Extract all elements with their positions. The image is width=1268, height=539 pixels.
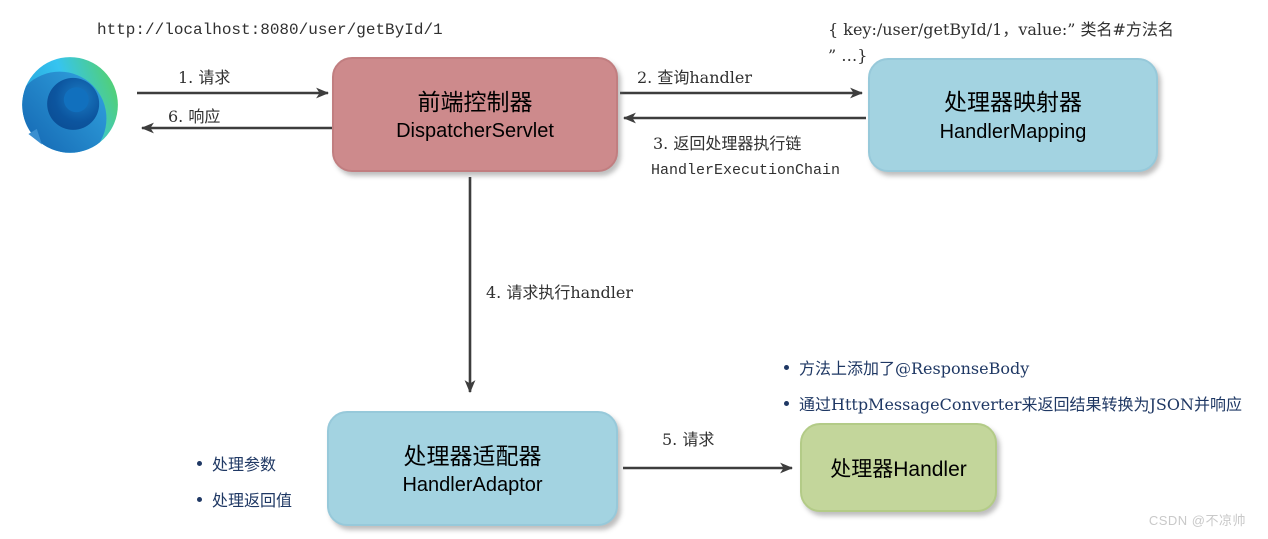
node-handler-adaptor-title-zh: 处理器适配器	[403, 442, 542, 469]
adaptor-bullet-2: 处理返回值	[197, 487, 292, 511]
node-handler: 处理器Handler	[800, 423, 997, 512]
arrow-3-label: 3. 返回处理器执行链	[653, 134, 802, 153]
node-dispatcher-servlet: 前端控制器 DispatcherServlet	[332, 57, 618, 172]
adaptor-bullet-1: 处理参数	[197, 451, 276, 475]
request-url: http://localhost:8080/user/getById/1	[97, 21, 443, 39]
handler-bullet-1: 方法上添加了@ResponseBody	[784, 355, 1029, 379]
node-handler-mapping-title-zh: 处理器映射器	[944, 89, 1082, 116]
node-dispatcher-title-zh: 前端控制器	[417, 88, 533, 115]
bullet-dot	[197, 496, 202, 502]
arrow-1-label: 1. 请求	[178, 68, 231, 87]
csdn-watermark: CSDN @不凉帅	[1148, 513, 1246, 528]
arrow-3-sublabel: HandlerExecutionChain	[651, 162, 841, 179]
bullet-dot	[197, 460, 202, 466]
arrow-2-label: 2. 查询handler	[637, 68, 752, 87]
arrow-4-label: 4. 请求执行handler	[486, 283, 633, 302]
handler-bullet-2-text: 通过HttpMessageConverter来返回结果转换为JSON并响应	[799, 395, 1242, 414]
mapping-note-line2: ” …}	[828, 46, 868, 65]
arrow-5-label: 5. 请求	[662, 430, 715, 449]
edge-browser-icon	[17, 55, 121, 159]
handler-bullet-2: 通过HttpMessageConverter来返回结果转换为JSON并响应	[784, 391, 1242, 415]
mapping-note-line1: { key:/user/getById/1，value:” 类名#方法名	[828, 20, 1174, 39]
bullet-dot	[784, 400, 789, 406]
bullet-dot	[784, 364, 789, 370]
adaptor-bullet-2-text: 处理返回值	[212, 491, 293, 510]
arrow-6-label: 6. 响应	[168, 107, 221, 126]
adaptor-bullet-1-text: 处理参数	[212, 455, 277, 474]
node-handler-adaptor: 处理器适配器 HandlerAdaptor	[327, 411, 618, 526]
edge-logo-svg	[22, 57, 118, 153]
handler-bullet-1-text: 方法上添加了@ResponseBody	[799, 359, 1030, 378]
node-handler-mapping: 处理器映射器 HandlerMapping	[868, 58, 1158, 172]
node-handler-adaptor-title-en: HandlerAdaptor	[402, 474, 543, 497]
node-handler-mapping-title-en: HandlerMapping	[939, 120, 1087, 143]
node-handler-title: 处理器Handler	[830, 457, 967, 481]
node-dispatcher-title-en: DispatcherServlet	[396, 120, 554, 143]
